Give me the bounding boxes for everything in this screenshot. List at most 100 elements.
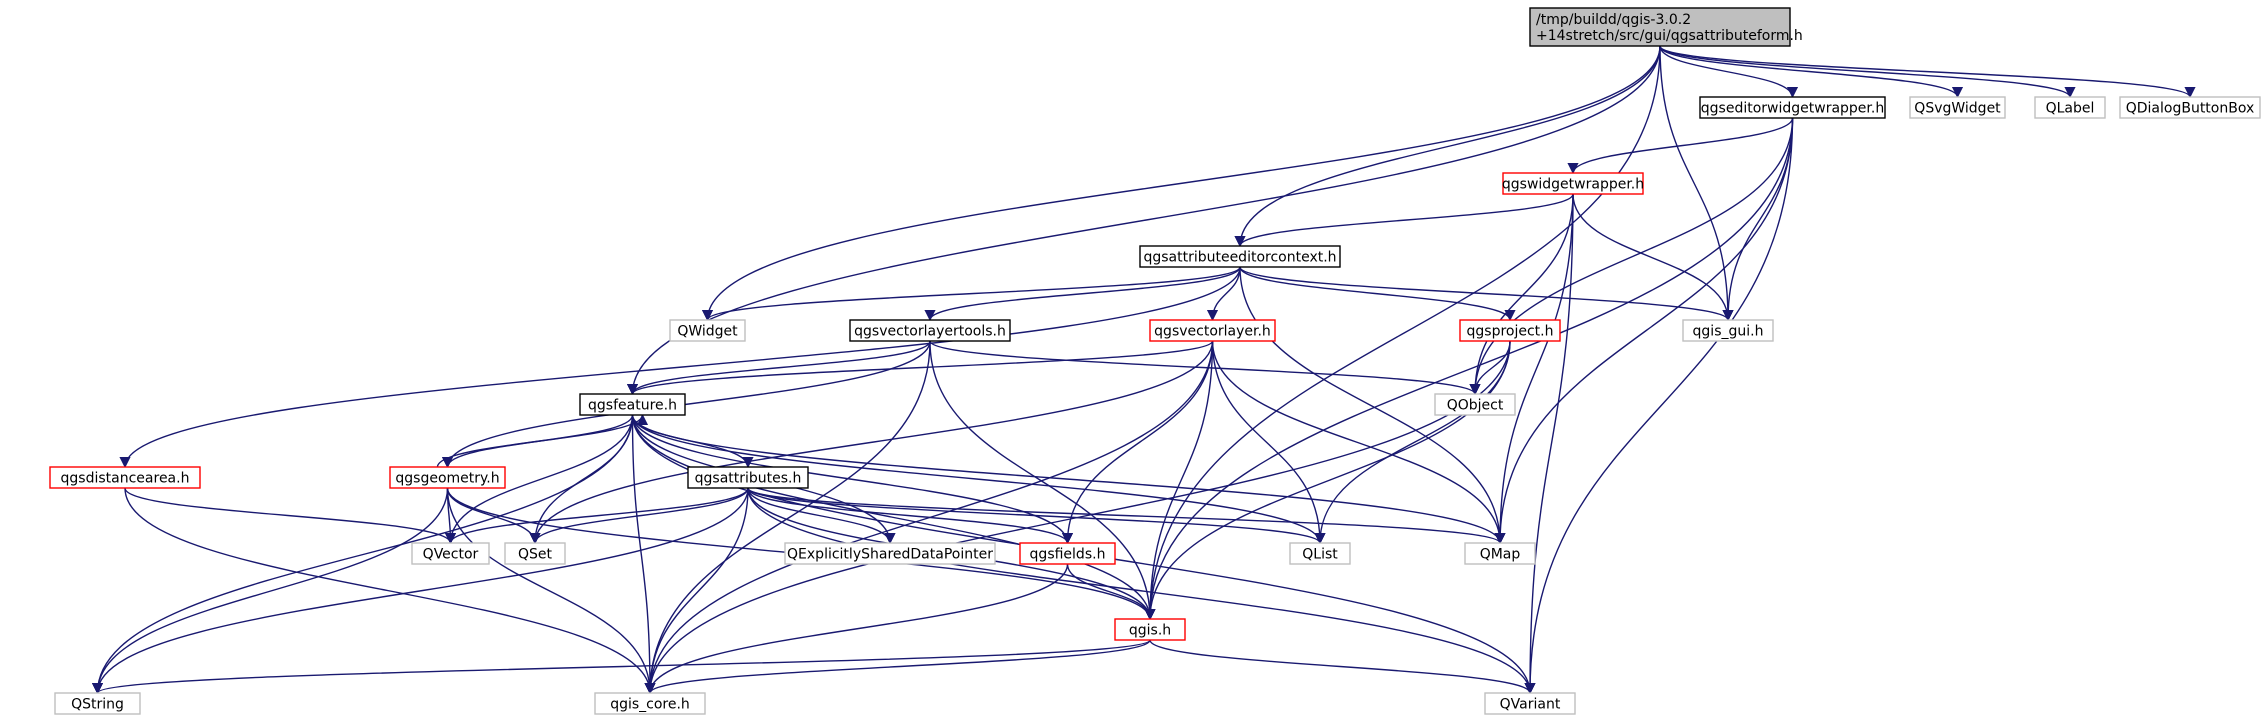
edge-root-to-QSvgWidget xyxy=(1659,45,1963,99)
edge-root-to-qgsattributeeditorcontext xyxy=(1234,45,1661,248)
node-box-qgsattributes xyxy=(687,466,809,489)
edge-qgis-to-QString xyxy=(92,639,1151,695)
edge-qgis-to-QVariant xyxy=(1149,639,1536,695)
node-qgsattributeeditorcontext[interactable]: qgsattributeeditorcontext.h xyxy=(1139,245,1341,268)
node-box-qgis_core xyxy=(594,692,706,715)
edge-root-to-qgis xyxy=(1144,45,1661,621)
node-QSet: QSet xyxy=(504,542,566,565)
edge-qgsvectorlayer-to-QSet xyxy=(529,340,1214,545)
edge-qgswidgetwrapper-to-qgis_gui xyxy=(1572,193,1734,322)
node-label-qgsattributes: qgsattributes.h xyxy=(695,471,802,487)
node-qgsattributes[interactable]: qgsattributes.h xyxy=(687,466,809,489)
edge-qgsfeature-to-QList xyxy=(631,414,1326,545)
node-qgseditorwidgetwrapper[interactable]: qgseditorwidgetwrapper.h xyxy=(1699,96,1886,119)
node-label-QExplicitlySharedDataPointer: QExplicitlySharedDataPointer xyxy=(787,547,993,563)
edge-qgsvectorlayertools-to-qgsfeature xyxy=(627,340,931,396)
node-box-QList xyxy=(1289,542,1351,565)
node-label-QWidget: QWidget xyxy=(677,324,738,340)
node-qgsgeometry[interactable]: qgsgeometry.h xyxy=(389,466,506,489)
edge-qgseditorwidgetwrapper-to-qgis_gui xyxy=(1722,117,1794,322)
edge-qgsattributes-to-QVector xyxy=(445,487,749,545)
edge-qgsvectorlayertools-to-qgsgeometry xyxy=(441,340,931,469)
edge-qgsvectorlayer-to-QMap xyxy=(1211,340,1506,545)
edge-qgsvectorlayertools-to-qgis xyxy=(929,340,1156,621)
node-QObject: QObject xyxy=(1434,393,1516,416)
dependency-edges xyxy=(91,45,2196,695)
edge-qgsattributeeditorcontext-to-qgsdistancearea xyxy=(119,266,1241,469)
node-qgsproject[interactable]: qgsproject.h xyxy=(1459,319,1561,342)
node-qgsfields[interactable]: qgsfields.h xyxy=(1019,542,1116,565)
edge-qgseditorwidgetwrapper-to-QMap xyxy=(1494,117,1794,545)
node-qgsfeature[interactable]: qgsfeature.h xyxy=(579,393,686,416)
edge-qgsgeometry-to-qgis_core xyxy=(446,487,656,695)
node-label-QString: QString xyxy=(71,697,124,713)
edge-qgsvectorlayer-to-qgsfields xyxy=(1061,340,1214,545)
node-label-qgis_gui: qgis_gui.h xyxy=(1693,324,1764,340)
node-box-qgsdistancearea xyxy=(49,466,201,489)
node-label-qgsdistancearea: qgsdistancearea.h xyxy=(61,471,190,487)
node-label-qgsattributeeditorcontext: qgsattributeeditorcontext.h xyxy=(1143,250,1336,266)
node-box-qgseditorwidgetwrapper xyxy=(1699,96,1886,119)
edge-root-to-qgsfeature xyxy=(626,45,1661,396)
node-label-QList: QList xyxy=(1302,547,1338,563)
node-label-qgswidgetwrapper: qgswidgetwrapper.h xyxy=(1502,177,1644,193)
edge-qgsattributes-to-QList xyxy=(747,487,1326,545)
node-box-qgsfields xyxy=(1019,542,1116,565)
node-label-root: +14stretch/src/gui/qgsattributeform.h xyxy=(1536,28,1803,44)
edge-qgsvectorlayertools-to-qgis_core xyxy=(644,340,931,695)
node-label-qgsvectorlayertools: qgsvectorlayertools.h xyxy=(854,324,1006,340)
edge-qgsattributes-to-QExplicitlySharedDataPointer xyxy=(747,487,896,545)
node-box-QExplicitlySharedDataPointer xyxy=(784,542,996,565)
node-QMap: QMap xyxy=(1464,542,1536,565)
node-qgis_core: qgis_core.h xyxy=(594,692,706,715)
node-root[interactable]: /tmp/buildd/qgis-3.0.2+14stretch/src/gui… xyxy=(1529,7,1803,47)
edge-root-to-qgseditorwidgetwrapper xyxy=(1659,45,1799,99)
node-box-QDialogButtonBox xyxy=(2119,96,2261,119)
node-label-qgsvectorlayer: qgsvectorlayer.h xyxy=(1154,324,1271,340)
edge-qgsfeature-to-qgis_core xyxy=(631,414,656,695)
edge-qgsdistancearea-to-qgis_core xyxy=(124,487,656,695)
edge-qgsgeometry-to-qgsfeature xyxy=(436,413,649,468)
edge-qgsattributeeditorcontext-to-qgsvectorlayertools xyxy=(924,266,1241,322)
edge-root-to-QLabel xyxy=(1659,45,2076,99)
node-qgswidgetwrapper[interactable]: qgswidgetwrapper.h xyxy=(1502,172,1644,195)
node-QLabel: QLabel xyxy=(2034,96,2106,119)
edge-qgsattributeeditorcontext-to-qgsproject xyxy=(1239,266,1516,322)
edge-root-to-qgis_gui xyxy=(1659,45,1734,322)
edge-qgsdistancearea-to-QVector xyxy=(124,487,456,545)
edge-qgswidgetwrapper-to-QObject xyxy=(1469,193,1574,396)
node-label-QMap: QMap xyxy=(1480,547,1521,563)
node-box-root xyxy=(1529,7,1791,47)
edge-qgsfeature-to-QMap xyxy=(631,414,1506,545)
node-qgsdistancearea[interactable]: qgsdistancearea.h xyxy=(49,466,201,489)
node-box-qgswidgetwrapper xyxy=(1502,172,1644,195)
edge-qgsattributeeditorcontext-to-qgis_gui xyxy=(1239,266,1734,322)
edge-qgsfields-to-qgis xyxy=(1066,563,1156,621)
edge-qgsattributeeditorcontext-to-qgsvectorlayer xyxy=(1206,266,1241,322)
node-QDialogButtonBox: QDialogButtonBox xyxy=(2119,96,2261,119)
node-label-qgsfeature: qgsfeature.h xyxy=(588,398,677,414)
node-qgsvectorlayer[interactable]: qgsvectorlayer.h xyxy=(1149,319,1276,342)
node-box-qgsgeometry xyxy=(389,466,506,489)
node-label-qgis: qgis.h xyxy=(1129,623,1171,639)
node-label-qgsgeometry: qgsgeometry.h xyxy=(395,471,499,487)
node-box-qgsvectorlayer xyxy=(1149,319,1276,342)
node-label-QDialogButtonBox: QDialogButtonBox xyxy=(2126,101,2255,117)
edge-qgswidgetwrapper-to-QVariant xyxy=(1524,193,1574,695)
edge-qgsattributeeditorcontext-to-QWidget xyxy=(702,266,1241,322)
node-box-QLabel xyxy=(2034,96,2106,119)
node-qgsvectorlayertools[interactable]: qgsvectorlayertools.h xyxy=(849,319,1011,342)
edge-qgsvectorlayer-to-QList xyxy=(1211,340,1326,545)
node-qgis[interactable]: qgis.h xyxy=(1114,618,1186,641)
edge-qgsattributes-to-QString xyxy=(91,487,749,695)
edge-qgsvectorlayertools-to-QObject xyxy=(929,340,1481,396)
node-QWidget: QWidget xyxy=(669,319,746,342)
edge-root-to-QWidget xyxy=(701,45,1661,322)
node-box-QMap xyxy=(1464,542,1536,565)
node-box-QVector xyxy=(411,542,490,565)
node-box-qgsfeature xyxy=(579,393,686,416)
node-label-QVector: QVector xyxy=(423,547,479,563)
edge-qgsfeature-to-qgsfields xyxy=(631,414,1074,545)
node-box-qgsattributeeditorcontext xyxy=(1139,245,1341,268)
